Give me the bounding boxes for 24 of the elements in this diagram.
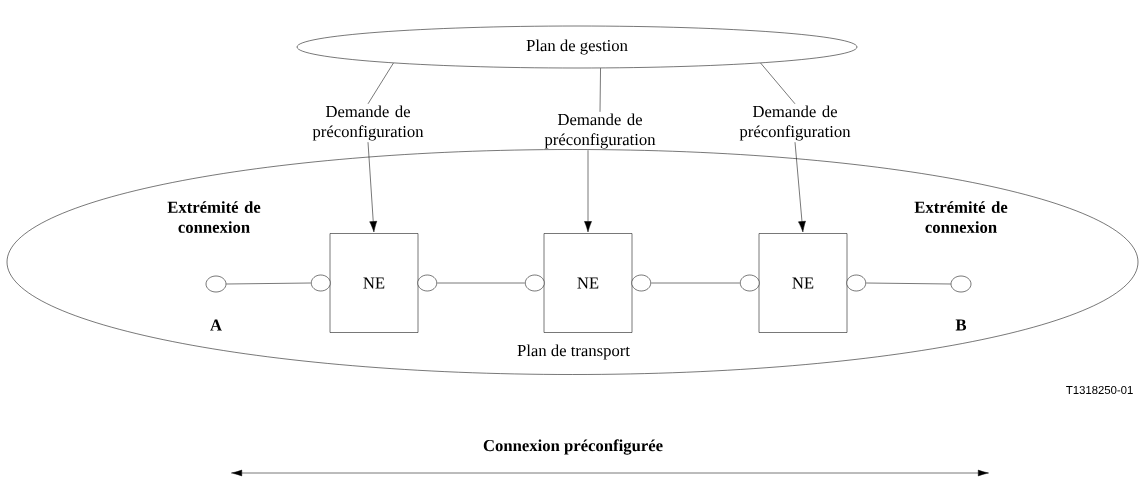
figure-number: T1318250-01 xyxy=(1066,386,1133,394)
endpoint-label: B xyxy=(955,319,967,331)
connector-line xyxy=(367,62,394,105)
connector-line xyxy=(866,282,951,285)
span-label: Connexion préconfigurée xyxy=(483,439,663,455)
connector-line xyxy=(599,67,601,113)
network-element-box: NE xyxy=(525,233,652,333)
request-label: Demande de préconfiguration xyxy=(739,105,851,141)
arrow xyxy=(584,149,592,233)
endpoint-circle xyxy=(950,275,972,293)
endpoint-circle xyxy=(205,275,227,293)
endpoint-label: Extrémité de connexion xyxy=(914,201,1008,233)
endpoint-label: A xyxy=(210,319,222,331)
connector-line xyxy=(437,282,525,284)
arrow xyxy=(367,141,378,233)
request-label: Demande de préconfiguration xyxy=(312,105,424,141)
connector-line xyxy=(651,282,740,284)
arrow xyxy=(794,141,806,233)
connector-line xyxy=(226,282,311,285)
connector-line xyxy=(760,62,796,105)
network-element-box: NE xyxy=(311,233,438,333)
endpoint-label: Extrémité de connexion xyxy=(167,201,261,233)
request-label: Demande de préconfiguration xyxy=(544,113,656,149)
network-element-box: NE xyxy=(740,233,867,333)
